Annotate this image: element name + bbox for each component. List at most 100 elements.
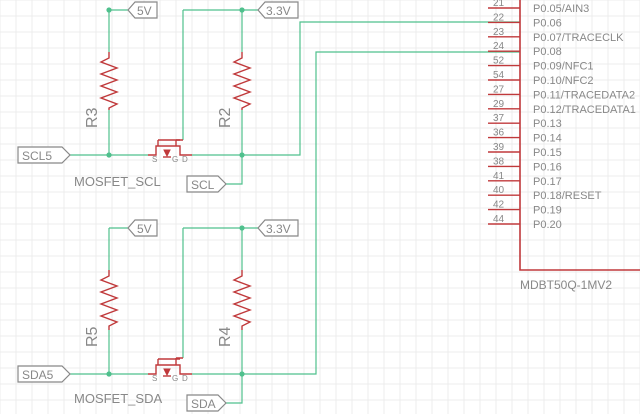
ic-pin-number: 27: [493, 84, 505, 95]
net-flag-scl5: SCL5: [17, 146, 71, 164]
net-label-3v3: 3.3V: [266, 4, 291, 18]
wire-5v-top: [108, 9, 128, 52]
ic-pin-number: 39: [493, 142, 505, 153]
ic-pin-row: 27 P0.11/TRACEDATA2: [488, 84, 635, 101]
net-flag-3v3-bottom: 3.3V: [257, 219, 299, 237]
wire-3v3-bottom: [182, 227, 258, 358]
junction: [106, 371, 112, 377]
mosfet-pin-g: G: [172, 155, 178, 164]
ic-pin-number: 24: [493, 41, 505, 52]
ic-pin-row: 37 P0.13: [488, 113, 562, 130]
net-flag-sda5: SDA5: [17, 365, 71, 383]
mosfet-scl: S G D MOSFET_SCL: [74, 139, 192, 189]
net-flag-3v3-top: 3.3V: [257, 1, 299, 19]
net-label-5v: 5V: [137, 4, 152, 18]
mosfet-label-sda: MOSFET_SDA: [74, 391, 162, 406]
net-flag-5v-bottom: 5V: [127, 219, 158, 237]
ic-pin-number: 29: [493, 99, 505, 110]
ic-pin-row: 52 P0.09/NFC1: [488, 56, 594, 73]
net-label-sda5: SDA5: [22, 368, 54, 382]
ic-name: MDBT50Q-1MV2: [520, 278, 612, 292]
ic-body: [519, 0, 640, 271]
resistor-label-r3: R3: [84, 107, 101, 128]
junction: [239, 152, 245, 158]
mosfet-sda: S G D MOSFET_SDA: [74, 357, 192, 406]
ic-pin-name: P0.15: [533, 147, 562, 159]
resistor-label-r5: R5: [84, 326, 101, 347]
ic-pin-name: P0.20: [533, 219, 562, 231]
resistor-r5: R5: [84, 270, 119, 347]
ic-pin-row: 22 P0.06: [488, 12, 562, 29]
ic-pin-number: 42: [493, 200, 505, 211]
ic-pin-row: 21 P0.05/AIN3: [488, 0, 589, 15]
net-flag-scl: SCL: [186, 175, 227, 193]
ic-pin-number: 37: [493, 113, 505, 124]
wire-r2-to-scl: [226, 110, 243, 185]
ic-pin-number: 38: [493, 156, 505, 167]
ic-pin-number: 21: [493, 0, 505, 9]
ic-pin-row: 42 P0.19: [488, 200, 562, 217]
ic-pin-name: P0.10/NFC2: [533, 75, 594, 87]
net-label-scl: SCL: [191, 178, 215, 192]
ic-pin-name: P0.19: [533, 205, 562, 217]
ic-pin-name: P0.11/TRACEDATA2: [533, 89, 635, 101]
resistor-r2: R2: [217, 52, 252, 128]
junction: [239, 225, 245, 231]
net-label-sda: SDA: [191, 397, 216, 411]
wire-3v3-top: [182, 9, 258, 140]
ic-pin-row: 24 P0.08: [488, 41, 562, 58]
sda-level-shifter: 5V 3.3V R5 R4 S G D MOSFET_SDA SDA5: [17, 51, 520, 412]
junction: [239, 371, 245, 377]
ic-pin-row: 23 P0.07/TRACECLK: [488, 27, 624, 44]
ic-pin-name: P0.18/RESET: [533, 190, 602, 202]
ic-pin-row: 40 P0.18/RESET: [488, 185, 602, 202]
resistor-r3: R3: [84, 52, 119, 128]
resistor-label-r4: R4: [217, 326, 234, 347]
mosfet-pin-g: G: [172, 374, 178, 383]
ic-pin-row: 29 P0.12/TRACEDATA1: [488, 99, 636, 116]
mosfet-label-scl: MOSFET_SCL: [74, 174, 161, 189]
ic-pin-number: 40: [493, 185, 505, 196]
scl-level-shifter: 5V 3.3V R3 R2 S G D MOSFET_SCL: [17, 1, 520, 193]
mosfet-pin-d: D: [182, 155, 188, 164]
junction: [106, 152, 112, 158]
junction: [106, 7, 112, 13]
junction: [239, 7, 245, 13]
ic-pin-name: P0.06: [533, 17, 562, 29]
ic-pin-number: 52: [493, 56, 505, 67]
ic-pin-number: 41: [493, 171, 505, 182]
ic-pin-name: P0.05/AIN3: [533, 3, 589, 15]
ic-pin-name: P0.07/TRACECLK: [533, 32, 624, 44]
mosfet-pin-s: S: [152, 155, 157, 164]
ic-pin-row: 39 P0.15: [488, 142, 562, 159]
ic-pin-number: 23: [493, 27, 505, 38]
resistor-label-r2: R2: [217, 107, 234, 128]
ic-pin-name: P0.12/TRACEDATA1: [533, 104, 636, 116]
ic-pin-row: 54 P0.10/NFC2: [488, 70, 594, 87]
ic-pin-name: P0.08: [533, 46, 562, 58]
ic-pin-number: 54: [493, 70, 505, 81]
ic-pin-number: 22: [493, 12, 505, 23]
net-flag-sda: SDA: [186, 394, 227, 412]
ic-pin-name: P0.09/NFC1: [533, 61, 594, 73]
net-label-3v3: 3.3V: [266, 222, 291, 236]
wire-mosfet-to-sda: [192, 51, 520, 375]
net-label-5v: 5V: [137, 222, 152, 236]
wire-mosfet-to-scl: [192, 21, 520, 156]
wire-5v-bottom: [108, 227, 128, 270]
wire-r4-to-sda: [226, 330, 243, 404]
resistor-r4: R4: [217, 270, 252, 347]
mosfet-pin-s: S: [152, 374, 157, 383]
net-flag-5v-top: 5V: [127, 1, 158, 19]
ic-pin-name: P0.14: [533, 133, 562, 145]
net-label-scl5: SCL5: [22, 149, 52, 163]
ic-pin-name: P0.13: [533, 118, 562, 130]
